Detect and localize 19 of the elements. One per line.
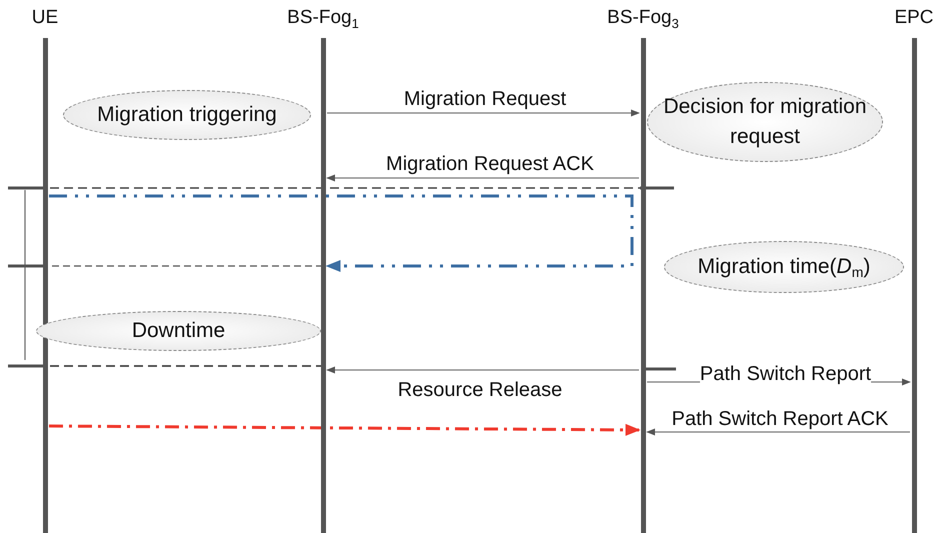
edge-label: Migration Request ACK [386, 153, 594, 175]
arrow [49, 194, 634, 272]
arrow [49, 424, 640, 436]
arrow [326, 366, 640, 374]
lifeline-label: BS-Fog$_{1}$ [287, 6, 359, 32]
arrow [326, 174, 640, 182]
lifeline-label: UE [32, 6, 58, 30]
ellipse [36, 311, 321, 351]
ellipse-label: Downtime [132, 318, 226, 344]
edge-label: Migration Request [404, 88, 566, 110]
edge-label: Path Switch Report ACK [672, 408, 888, 430]
ellipse-label: Migration triggering [97, 102, 277, 128]
arrow [646, 428, 910, 436]
ellipse-label: Decision for migration request [662, 94, 868, 150]
edge-label: Path Switch Report [700, 363, 872, 385]
lifeline-label: EPC [894, 6, 934, 30]
arrow [326, 109, 640, 117]
ellipse-label: Migration time(D$_{m}$) [698, 254, 870, 282]
lifeline-label: BS-Fog$_{3}$ [607, 6, 679, 32]
